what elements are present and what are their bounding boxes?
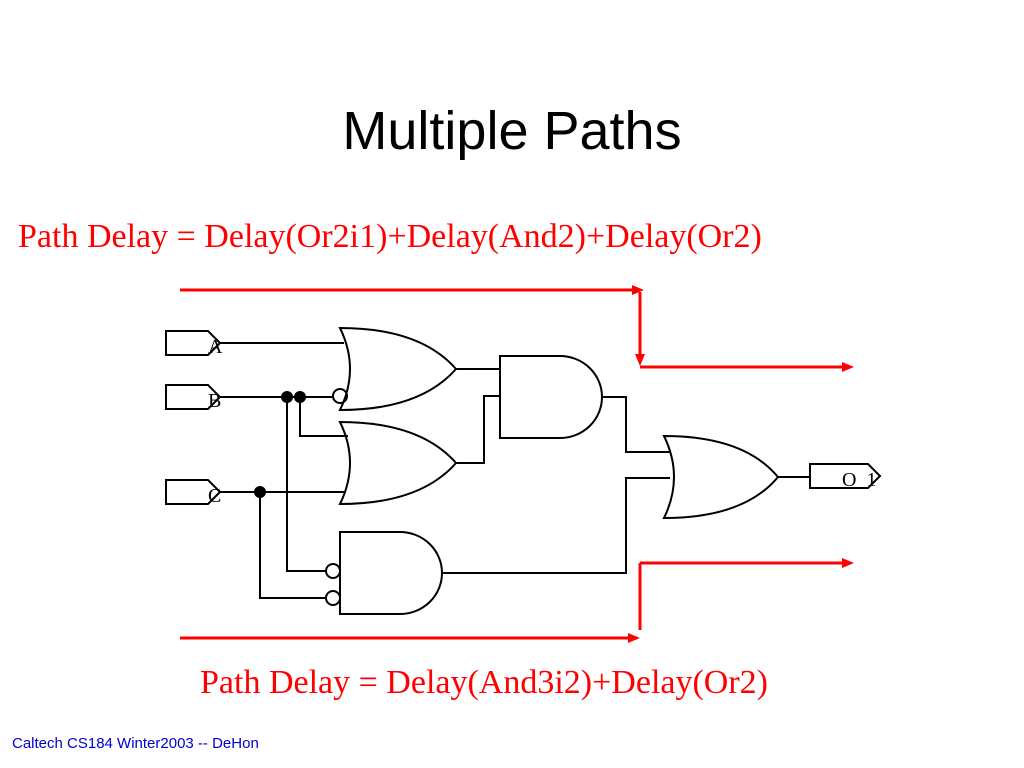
arrow-head	[628, 633, 640, 643]
input-pin-c	[165, 479, 222, 505]
or2-gate-middle	[338, 420, 458, 506]
input-pin-a	[165, 330, 222, 356]
or2i1-gate	[338, 326, 458, 412]
output-pin	[809, 463, 882, 489]
arrow-head	[635, 354, 645, 366]
arrow-head	[842, 362, 854, 372]
wires	[220, 342, 810, 599]
arrow-head	[632, 285, 644, 295]
and3i2-gate	[339, 531, 443, 615]
arrow-head	[842, 558, 854, 568]
junction-dot	[281, 391, 293, 403]
input-label-a: A	[208, 336, 223, 358]
or2-gate-final	[662, 434, 780, 520]
junction-dot	[254, 486, 266, 498]
bottom-path-caption: Path Delay = Delay(And3i2)+Delay(Or2)	[200, 664, 769, 701]
top-path-caption: Path Delay = Delay(Or2i1)+Delay(And2)+De…	[18, 218, 762, 255]
footer-credit: Caltech CS184 Winter2003 -- DeHon	[12, 735, 259, 752]
input-label-b: B	[208, 390, 221, 412]
output-label: O_1	[842, 469, 876, 491]
inverter-bubble	[325, 590, 341, 606]
input-label-c: C	[208, 485, 221, 507]
slide-title: Multiple Paths	[342, 101, 682, 161]
inverter-bubble	[325, 563, 341, 579]
and2-gate	[499, 355, 603, 439]
input-pin-b	[165, 384, 222, 410]
junction-dot	[294, 391, 306, 403]
